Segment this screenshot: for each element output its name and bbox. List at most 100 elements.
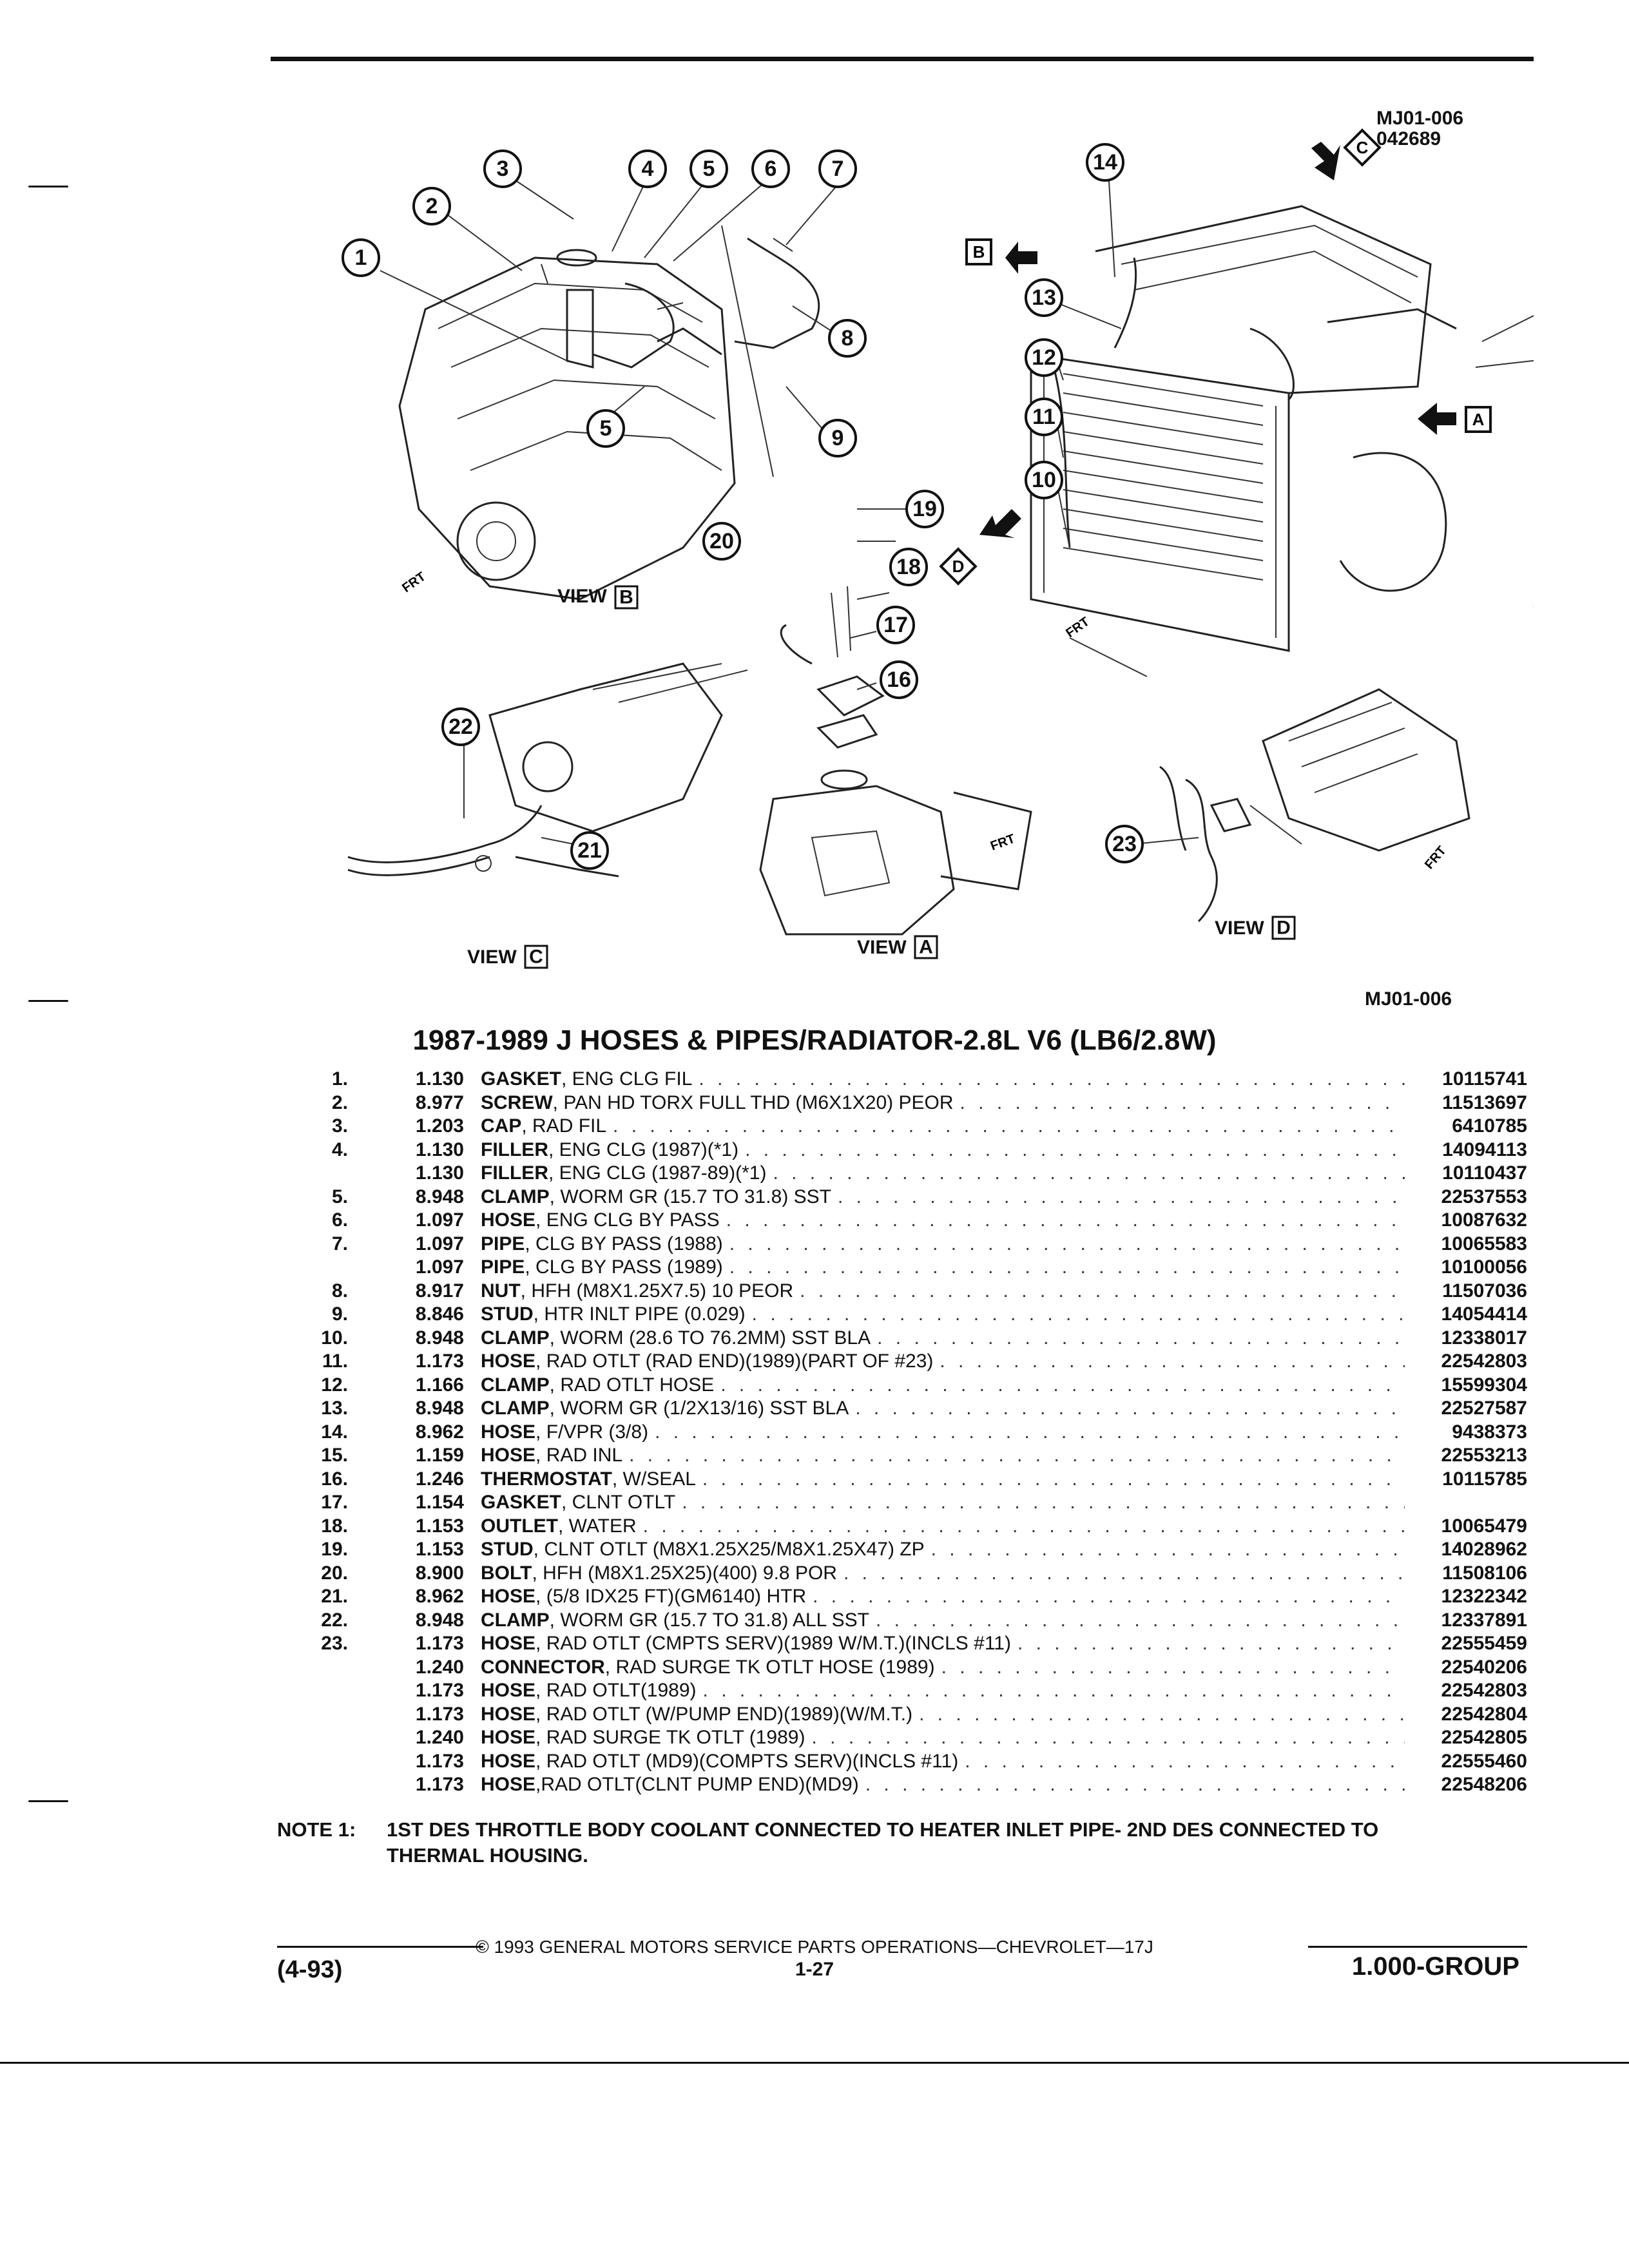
leader-dots: [958, 1751, 1405, 1773]
part-name: PIPE: [481, 1233, 525, 1254]
group-number: 1.173: [415, 1350, 464, 1372]
callout-10b: 10: [1025, 461, 1063, 499]
part-detail: , RAD OTLT (W/PUMP END)(1989)(W/M.T.): [535, 1703, 913, 1725]
svg-text:7: 7: [832, 157, 844, 181]
bottom-rule: [0, 2062, 1629, 2064]
item-number: 1.: [331, 1068, 348, 1090]
part-number: 10087632: [1441, 1209, 1527, 1231]
leader-dots: [738, 1139, 1405, 1161]
part-name: THERMOSTAT: [481, 1468, 612, 1490]
group-number: 8.977: [415, 1091, 464, 1113]
group-number: 1.240: [415, 1656, 464, 1678]
callout-3: 3: [483, 149, 522, 188]
part-description: HOSE, RAD SURGE TK OTLT (1989): [481, 1727, 1405, 1749]
part-description: HOSE, F/VPR (3/8): [481, 1421, 1405, 1443]
part-number: 12337891: [1441, 1609, 1527, 1631]
footer-copyright: © 1993 GENERAL MOTORS SERVICE PARTS OPER…: [476, 1937, 1153, 1957]
part-detail: , CLG BY PASS (1989): [525, 1256, 723, 1278]
svg-text:23: 23: [1112, 832, 1137, 856]
leader-dots: [869, 1610, 1405, 1631]
direction-arrow-c: C: [1311, 128, 1382, 180]
part-description: HOSE,RAD OTLT(CLNT PUMP END)(MD9): [481, 1774, 1405, 1796]
part-description: CLAMP, WORM GR (1/2X13/16) SST BLA: [481, 1398, 1405, 1419]
svg-text:21: 21: [577, 838, 602, 863]
item-number: 7.: [331, 1233, 348, 1254]
arrow-letter-b: B: [973, 242, 985, 262]
part-number: 14094113: [1442, 1139, 1527, 1160]
svg-text:5: 5: [703, 157, 715, 181]
group-number: 1.153: [415, 1539, 464, 1560]
svg-text:2: 2: [426, 194, 438, 218]
svg-text:VIEW: VIEW: [1215, 918, 1264, 939]
leader-dots: [954, 1092, 1405, 1114]
part-description: CAP, RAD FIL: [481, 1115, 1405, 1137]
part-detail: , RAD OTLT HOSE: [549, 1374, 715, 1396]
callout-23: 23: [1105, 825, 1144, 863]
group-number: 8.948: [415, 1327, 464, 1349]
item-number: 22.: [321, 1609, 348, 1631]
item-number: 11.: [322, 1350, 348, 1372]
group-number: 1.097: [415, 1209, 464, 1231]
callout-11: 11: [1025, 398, 1063, 436]
part-name: GASKET: [481, 1068, 562, 1090]
part-description: CLAMP, WORM GR (15.7 TO 31.8) SST: [481, 1186, 1405, 1208]
direction-arrow-d: D: [939, 509, 1021, 586]
callout-18: 18: [889, 548, 928, 586]
note-line1: 1ST DES THROTTLE BODY COOLANT CONNECTED …: [387, 1818, 1379, 1841]
svg-text:10: 10: [1032, 468, 1056, 492]
frt-indicator: FRT: [400, 570, 428, 595]
svg-text:13: 13: [1032, 285, 1056, 310]
part-number: 10065479: [1441, 1515, 1527, 1537]
group-number: 8.917: [415, 1280, 464, 1302]
item-number: 2.: [331, 1091, 348, 1113]
part-number: 10115741: [1442, 1068, 1527, 1090]
group-number: 8.948: [415, 1609, 464, 1631]
part-detail: , RAD OTLT (MD9)(COMPTS SERV)(INCLS #11): [535, 1750, 959, 1772]
part-description: HOSE, RAD OTLT (RAD END)(1989)(PART OF #…: [481, 1350, 1405, 1372]
part-description: HOSE, (5/8 IDX25 FT)(GM6140) HTR: [481, 1586, 1405, 1608]
part-detail: , CLNT OTLT: [561, 1492, 676, 1513]
svg-text:17: 17: [883, 613, 908, 637]
part-name: HOSE: [481, 1445, 536, 1466]
leader-dots: [831, 1186, 1405, 1208]
leader-dots: [849, 1398, 1405, 1419]
part-description: HOSE, RAD INL: [481, 1445, 1405, 1466]
callout-5b: 5: [586, 409, 625, 448]
leader-dots: [837, 1562, 1405, 1584]
group-number: 8.962: [415, 1421, 464, 1443]
frt-indicator: FRT: [988, 832, 1017, 854]
part-name: HOSE: [481, 1633, 536, 1654]
part-number: 22542803: [1441, 1680, 1527, 1701]
part-number: 10115785: [1442, 1468, 1527, 1490]
item-number: 19.: [321, 1539, 348, 1560]
part-description: GASKET, ENG CLG FIL: [481, 1068, 1405, 1090]
part-description: STUD, HTR INLT PIPE (0.029): [481, 1303, 1405, 1325]
part-number: 22555459: [1441, 1633, 1527, 1654]
group-number: 1.166: [415, 1374, 464, 1396]
part-number: 22553213: [1441, 1445, 1527, 1466]
part-detail: , HTR INLT PIPE (0.029): [533, 1303, 746, 1325]
engine-view-d-drawing: [1159, 688, 1470, 923]
part-name: SCREW: [481, 1091, 553, 1113]
part-detail: , RAD FIL: [521, 1115, 607, 1137]
callout-9: 9: [818, 419, 857, 457]
group-number: 1.153: [415, 1515, 464, 1537]
part-name: CONNECTOR: [481, 1656, 605, 1678]
group-number: 1.173: [415, 1774, 464, 1795]
leader-dots: [720, 1209, 1405, 1231]
part-description: HOSE, RAD OTLT(1989): [481, 1680, 1405, 1702]
part-number: 6410785: [1452, 1115, 1527, 1137]
leader-dots: [859, 1774, 1405, 1796]
part-detail: , WORM (28.6 TO 76.2MM) SST BLA: [549, 1327, 871, 1349]
